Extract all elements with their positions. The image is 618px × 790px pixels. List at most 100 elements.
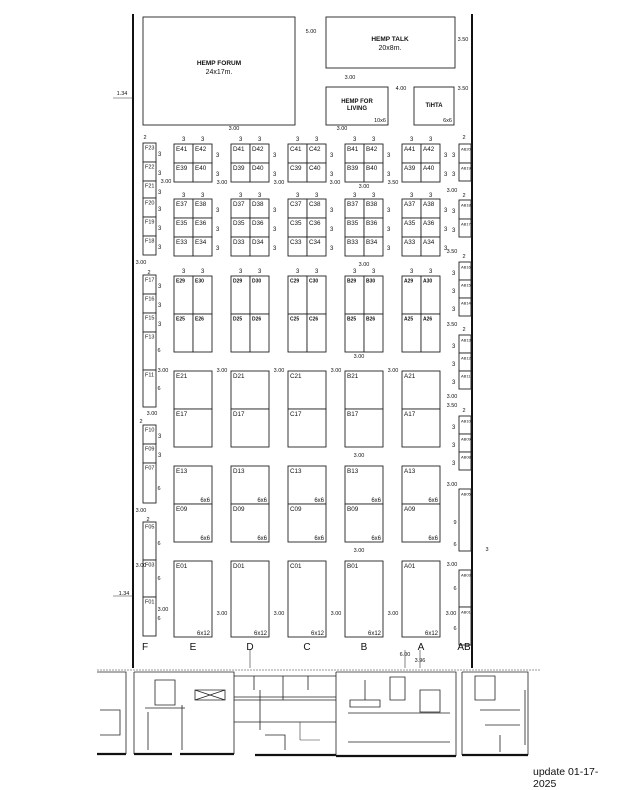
booth-e39[interactable]: E39 bbox=[173, 162, 194, 183]
booth-d39[interactable]: D39 bbox=[230, 162, 251, 183]
booth-ab20[interactable]: AB20 bbox=[458, 143, 472, 164]
booth-d42[interactable]: D42 bbox=[249, 143, 270, 164]
booth-e21[interactable]: E21 bbox=[173, 370, 213, 410]
booth-b17[interactable]: B17 bbox=[344, 408, 384, 448]
booth-c21[interactable]: C21 bbox=[287, 370, 327, 410]
booth-b37[interactable]: B37 bbox=[344, 198, 365, 219]
booth-c33[interactable]: C33 bbox=[287, 236, 308, 257]
booth-ab14[interactable]: AB14 bbox=[458, 297, 472, 317]
booth-a35[interactable]: A35 bbox=[401, 217, 422, 238]
booth-e41[interactable]: E41 bbox=[173, 143, 194, 164]
booth-d41[interactable]: D41 bbox=[230, 143, 251, 164]
booth-e35[interactable]: E35 bbox=[173, 217, 194, 238]
booth-a37[interactable]: A37 bbox=[401, 198, 422, 219]
booth-f17[interactable]: F17 bbox=[142, 274, 157, 295]
booth-d33[interactable]: D33 bbox=[230, 236, 251, 257]
booth-b38[interactable]: B38 bbox=[363, 198, 384, 219]
hall-hemp-for-living[interactable]: HEMP FOR LIVING 10x6 bbox=[325, 86, 389, 126]
booth-e34[interactable]: E34 bbox=[192, 236, 213, 257]
booth-d40[interactable]: D40 bbox=[249, 162, 270, 183]
booth-b34[interactable]: B34 bbox=[363, 236, 384, 257]
booth-f11[interactable]: F11 bbox=[142, 369, 157, 408]
booth-a33[interactable]: A33 bbox=[401, 236, 422, 257]
booth-ab13[interactable]: AB13 bbox=[458, 334, 472, 354]
booth-f15[interactable]: F15 bbox=[142, 312, 157, 333]
booth-c36[interactable]: C36 bbox=[306, 217, 327, 238]
booth-a41[interactable]: A41 bbox=[401, 143, 422, 164]
booth-d17[interactable]: D17 bbox=[230, 408, 270, 448]
booth-ab15[interactable]: AB15 bbox=[458, 279, 472, 299]
booth-ab11[interactable]: AB11 bbox=[458, 370, 472, 390]
booth-ab10[interactable]: AB10 bbox=[458, 415, 472, 435]
booth-e29[interactable]: E29 bbox=[173, 275, 194, 315]
hall-hemp-forum[interactable]: HEMP FORUM 24x17m. bbox=[142, 16, 296, 126]
booth-c39[interactable]: C39 bbox=[287, 162, 308, 183]
booth-d37[interactable]: D37 bbox=[230, 198, 251, 219]
booth-ab01[interactable]: AB01 bbox=[458, 606, 472, 646]
booth-b41[interactable]: B41 bbox=[344, 143, 365, 164]
booth-f20[interactable]: F20 bbox=[142, 197, 157, 218]
booth-f18[interactable]: F18 bbox=[142, 235, 157, 256]
booth-ab18[interactable]: AB18 bbox=[458, 199, 472, 220]
booth-f09[interactable]: F09 bbox=[142, 443, 157, 464]
booth-b25[interactable]: B25 bbox=[344, 313, 365, 353]
booth-ab17[interactable]: AB17 bbox=[458, 218, 472, 238]
booth-b21[interactable]: B21 bbox=[344, 370, 384, 410]
booth-c38[interactable]: C38 bbox=[306, 198, 327, 219]
booth-e17[interactable]: E17 bbox=[173, 408, 213, 448]
booth-f07[interactable]: F07 bbox=[142, 462, 157, 504]
booth-c42[interactable]: C42 bbox=[306, 143, 327, 164]
hall-hemp-talk[interactable]: HEMP TALK 20x8m. bbox=[325, 16, 456, 69]
booth-d29[interactable]: D29 bbox=[230, 275, 251, 315]
booth-c29[interactable]: C29 bbox=[287, 275, 308, 315]
booth-b42[interactable]: B42 bbox=[363, 143, 384, 164]
booth-e37[interactable]: E37 bbox=[173, 198, 194, 219]
booth-a21[interactable]: A21 bbox=[401, 370, 441, 410]
booth-c25[interactable]: C25 bbox=[287, 313, 308, 353]
booth-c34[interactable]: C34 bbox=[306, 236, 327, 257]
booth-d30[interactable]: D30 bbox=[249, 275, 270, 315]
booth-b26[interactable]: B26 bbox=[363, 313, 384, 353]
booth-c30[interactable]: C30 bbox=[306, 275, 327, 315]
booth-a17[interactable]: A17 bbox=[401, 408, 441, 448]
booth-b36[interactable]: B36 bbox=[363, 217, 384, 238]
booth-a29[interactable]: A29 bbox=[401, 275, 422, 315]
booth-f21[interactable]: F21 bbox=[142, 180, 157, 199]
booth-c40[interactable]: C40 bbox=[306, 162, 327, 183]
booth-a26[interactable]: A26 bbox=[420, 313, 441, 353]
booth-b35[interactable]: B35 bbox=[344, 217, 365, 238]
booth-c35[interactable]: C35 bbox=[287, 217, 308, 238]
booth-ab19[interactable]: AB19 bbox=[458, 162, 472, 182]
booth-ab08[interactable]: AB08 bbox=[458, 451, 472, 471]
booth-d35[interactable]: D35 bbox=[230, 217, 251, 238]
booth-b33[interactable]: B33 bbox=[344, 236, 365, 257]
booth-d36[interactable]: D36 bbox=[249, 217, 270, 238]
booth-ab03[interactable]: AB03 bbox=[458, 569, 472, 608]
booth-a34[interactable]: A34 bbox=[420, 236, 441, 257]
booth-f19[interactable]: F19 bbox=[142, 216, 157, 237]
hall-tihta[interactable]: TiHTA 6x6 bbox=[413, 86, 455, 126]
booth-d25[interactable]: D25 bbox=[230, 313, 251, 353]
booth-a40[interactable]: A40 bbox=[420, 162, 441, 183]
booth-e40[interactable]: E40 bbox=[192, 162, 213, 183]
booth-c26[interactable]: C26 bbox=[306, 313, 327, 353]
booth-b30[interactable]: B30 bbox=[363, 275, 384, 315]
booth-b39[interactable]: B39 bbox=[344, 162, 365, 183]
booth-c17[interactable]: C17 bbox=[287, 408, 327, 448]
booth-b40[interactable]: B40 bbox=[363, 162, 384, 183]
booth-a38[interactable]: A38 bbox=[420, 198, 441, 219]
booth-b29[interactable]: B29 bbox=[344, 275, 365, 315]
booth-a25[interactable]: A25 bbox=[401, 313, 422, 353]
booth-ab12[interactable]: AB12 bbox=[458, 352, 472, 372]
booth-f05[interactable]: F05 bbox=[142, 521, 157, 561]
